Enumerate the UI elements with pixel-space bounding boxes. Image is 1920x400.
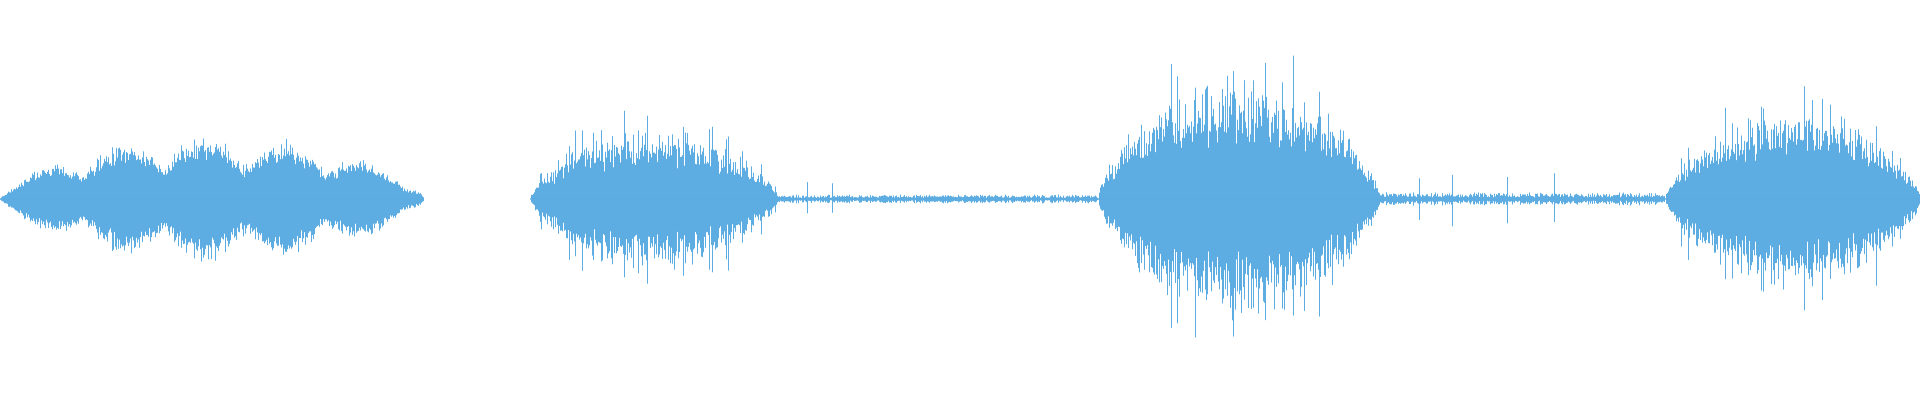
waveform-trace (0, 55, 1920, 338)
waveform-path (0, 55, 1920, 338)
